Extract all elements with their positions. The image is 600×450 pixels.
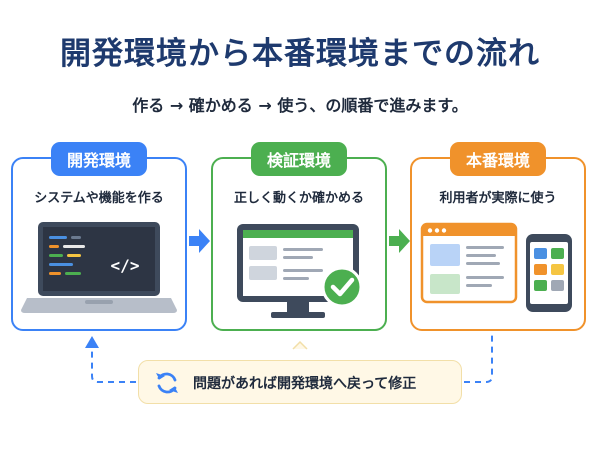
diagram-title: 開発環境から本番環境までの流れ [60,36,540,72]
stage-card-staging: 検証環境 正しく動くか確かめる [211,142,387,331]
monitor-check-icon [237,224,363,318]
laptop-code-icon: </> [21,222,177,313]
refresh-icon [156,372,178,394]
stage-card-production: 本番環境 利用者が実際に使う [410,142,586,331]
stage-description-development: システムや機能を作る [34,191,164,206]
flow-arrow-2 [389,229,410,253]
stage-description-staging: 正しく動くか確かめる [233,191,364,206]
flow-arrow-1 [189,229,210,253]
stage-card-development: 開発環境 システムや機能を作る </> [11,142,187,331]
stage-label-staging: 検証環境 [250,142,348,176]
feedback-text: 問題があれば開発環境へ戻って修正 [193,376,417,392]
stage-label-development: 開発環境 [50,142,148,176]
stage-label-production: 本番環境 [449,142,547,176]
feedback-box: 問題があれば開発環境へ戻って修正 [138,360,462,404]
diagram-subtitle: 作る → 確かめる → 使う、の順番で進みます。 [132,96,468,115]
svg-text:</>: </> [111,256,140,275]
browser-phone-icon [420,222,572,312]
stage-description-production: 利用者が実際に使う [439,191,557,206]
